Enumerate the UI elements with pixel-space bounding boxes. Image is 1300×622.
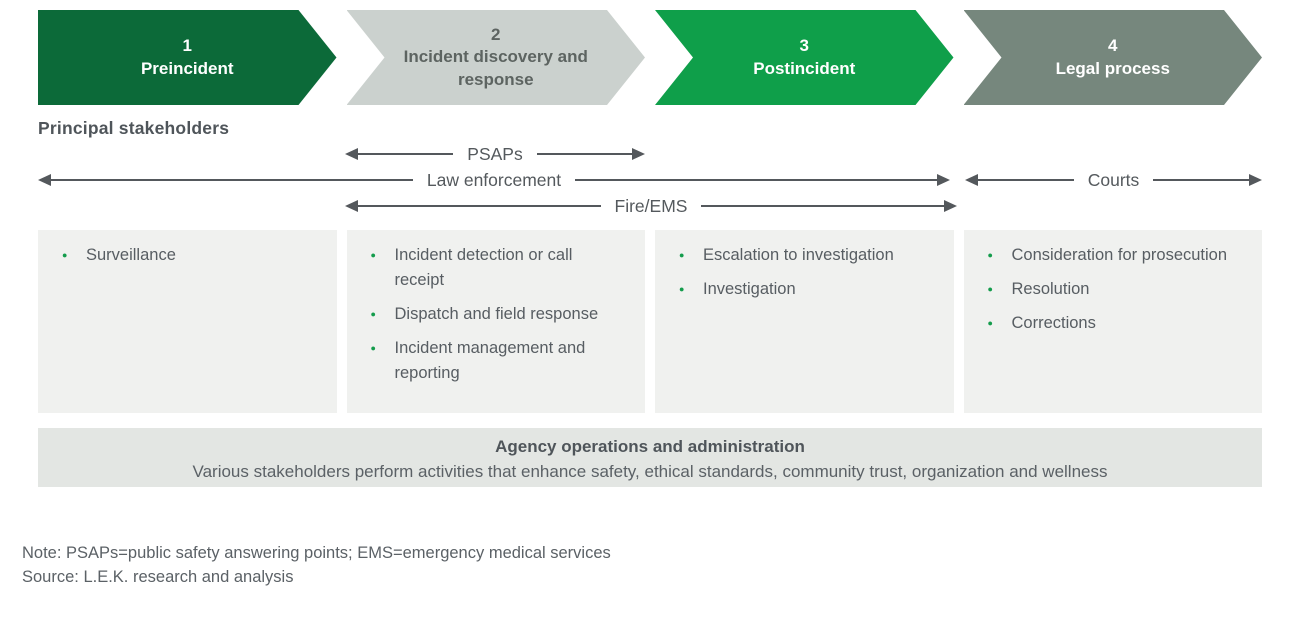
activity-columns-row: Surveillance Incident detection or call …	[38, 230, 1262, 413]
arrowhead-left-icon	[345, 148, 358, 160]
phase-number: 1	[182, 36, 192, 56]
agency-bar-subtitle: Various stakeholders perform activities …	[192, 462, 1108, 481]
activity-list: Surveillance	[56, 243, 321, 268]
list-item: Consideration for prosecution	[982, 243, 1232, 268]
list-item: Investigation	[673, 277, 923, 302]
note-line: Note: PSAPs=public safety answering poin…	[22, 544, 611, 562]
phase-chevron-legal-process: 4 Legal process	[964, 10, 1263, 105]
arrowhead-right-icon	[937, 174, 950, 186]
phase-number: 4	[1108, 36, 1118, 56]
arrow-line	[701, 205, 944, 207]
arrow-line	[575, 179, 937, 181]
activity-list: Escalation to investigation Investigatio…	[673, 243, 938, 302]
stakeholder-arrow-fire-ems: Fire/EMS	[345, 195, 957, 216]
arrow-line	[51, 179, 413, 181]
arrow-line	[358, 153, 454, 155]
arrow-line	[978, 179, 1074, 181]
arrow-label: Law enforcement	[426, 169, 562, 190]
arrowhead-left-icon	[345, 200, 358, 212]
arrow-label: PSAPs	[467, 143, 523, 164]
phase-chevron-postincident: 3 Postincident	[655, 10, 954, 105]
list-item: Incident management and reporting	[365, 336, 615, 386]
agency-operations-bar: Agency operations and administration Var…	[38, 428, 1262, 487]
phase-chevron-row: 1 Preincident 2 Incident discovery and r…	[38, 10, 1262, 105]
footnotes: Note: PSAPs=public safety answering poin…	[22, 541, 611, 589]
phase-label: Postincident	[753, 58, 856, 78]
stakeholder-arrow-psaps: PSAPs	[345, 143, 646, 164]
stakeholder-arrow-law-enforcement: Law enforcement	[38, 169, 950, 190]
phase-label: Preincident	[140, 58, 234, 78]
activity-list: Incident detection or call receipt Dispa…	[365, 243, 630, 386]
arrowhead-right-icon	[632, 148, 646, 160]
phase-number: 3	[799, 36, 809, 56]
arrowhead-left-icon	[38, 174, 51, 186]
activity-list: Consideration for prosecution Resolution…	[982, 243, 1247, 336]
arrow-line	[536, 153, 633, 155]
activity-box-incident-discovery: Incident detection or call receipt Dispa…	[346, 230, 645, 413]
arrow-line	[1153, 179, 1250, 181]
source-line: Source: L.E.K. research and analysis	[22, 568, 294, 586]
phase-number: 2	[491, 24, 501, 44]
list-item: Incident detection or call receipt	[365, 243, 615, 293]
arrow-label: Courts	[1087, 169, 1140, 190]
list-item: Surveillance	[56, 243, 306, 268]
stakeholder-arrow-courts: Courts	[965, 169, 1263, 190]
arrow-label: Fire/EMS	[614, 195, 688, 216]
list-item: Escalation to investigation	[673, 243, 923, 268]
principal-stakeholders-heading: Principal stakeholders	[38, 118, 230, 138]
activity-box-postincident: Escalation to investigation Investigatio…	[655, 230, 954, 413]
phase-label: Legal process	[1055, 58, 1170, 78]
agency-bar-title: Agency operations and administration	[495, 437, 805, 456]
list-item: Dispatch and field response	[365, 302, 615, 327]
arrowhead-right-icon	[944, 200, 957, 212]
phase-chevron-incident-discovery: 2 Incident discovery and response	[347, 10, 646, 105]
activity-box-preincident: Surveillance	[38, 230, 337, 413]
arrowhead-right-icon	[1249, 174, 1263, 186]
activity-box-legal-process: Consideration for prosecution Resolution…	[963, 230, 1262, 413]
phase-chevron-preincident: 1 Preincident	[38, 10, 337, 105]
list-item: Resolution	[982, 277, 1232, 302]
phase-label: Incident discovery and response	[403, 47, 588, 89]
list-item: Corrections	[982, 311, 1232, 336]
arrow-line	[358, 205, 601, 207]
arrowhead-left-icon	[965, 174, 978, 186]
